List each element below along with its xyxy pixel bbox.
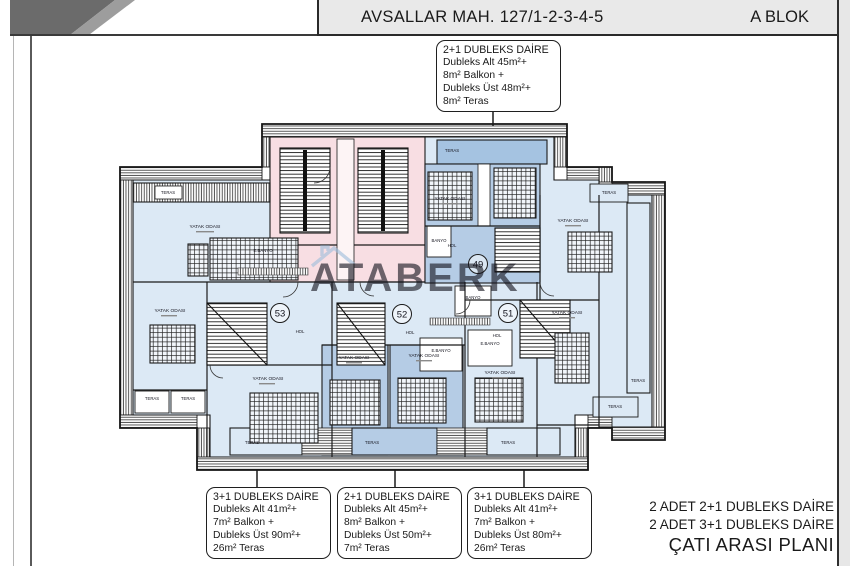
callout-bottom-3plus1-left: 3+1 DUBLEKS DAİRE Dubleks Alt 41m²+ 7m² …	[206, 487, 331, 559]
area-text-dashes	[161, 203, 581, 385]
unit-53-circle	[270, 303, 290, 323]
svg-text:TERAS: TERAS	[145, 396, 159, 401]
callout-title: 3+1 DUBLEKS DAİRE	[474, 491, 580, 503]
callout-title: 2+1 DUBLEKS DAİRE	[344, 491, 450, 503]
terrace-strip-top-right	[436, 139, 548, 165]
terrace-strip-top-left	[132, 182, 271, 203]
svg-text:TERAS: TERAS	[445, 148, 459, 153]
svg-text:TERAS: TERAS	[631, 378, 645, 383]
callout-line: 26m² Teras	[474, 542, 526, 554]
svg-text:YATAK ODASI: YATAK ODASI	[552, 310, 583, 316]
unit-51-circle	[498, 303, 518, 323]
summary-line-1: 2 ADET 2+1 DUBLEKS DAİRE	[649, 499, 834, 514]
header-divider	[10, 34, 317, 36]
callout-line: Dubleks Alt 45m²+	[344, 503, 428, 515]
watermark-text: ATABERK	[310, 256, 521, 300]
callout-line: 7m² Balkon +	[213, 516, 274, 528]
svg-text:YATAK ODASI: YATAK ODASI	[558, 218, 589, 224]
svg-text:E.BANYO: E.BANYO	[431, 348, 451, 353]
callout-line: Dubleks Üst 90m²+	[213, 529, 301, 541]
unit-numbers: 53 52 51 49	[270, 254, 518, 324]
callout-line: 8m² Balkon +	[344, 516, 405, 528]
svg-text:TERAS: TERAS	[608, 404, 622, 409]
page-right-margin	[839, 0, 850, 566]
svg-text:E.BANYO: E.BANYO	[253, 248, 273, 253]
svg-text:HOL: HOL	[448, 243, 457, 248]
svg-text:TERAS: TERAS	[501, 440, 515, 445]
page-right-border	[837, 0, 839, 566]
svg-text:TERAS: TERAS	[365, 440, 379, 445]
svg-text:51: 51	[503, 309, 514, 320]
callout-line: Dubleks Üst 80m²+	[474, 529, 562, 541]
page-left-border-inner	[30, 36, 32, 566]
svg-text:YATAK ODASI: YATAK ODASI	[253, 376, 284, 382]
svg-text:BANYO: BANYO	[431, 238, 447, 243]
company-logo	[10, 0, 135, 36]
svg-text:49: 49	[473, 260, 484, 271]
svg-text:HOL: HOL	[406, 330, 415, 335]
unit-49-stair	[494, 227, 541, 273]
terrace-strip-right	[626, 202, 651, 394]
svg-text:YATAK ODASI: YATAK ODASI	[339, 355, 370, 361]
plan-outer-outline	[119, 123, 666, 471]
callout-line: Dubleks Alt 41m²+	[213, 503, 297, 515]
unit-51-bath2	[454, 285, 492, 317]
svg-text:TERAS: TERAS	[161, 190, 175, 195]
callout-bottom-2plus1-center: 2+1 DUBLEKS DAİRE Dubleks Alt 45m²+ 8m² …	[337, 487, 462, 559]
summary-line-2: 2 ADET 3+1 DUBLEKS DAİRE	[649, 517, 834, 532]
door-arcs	[209, 166, 555, 379]
callout-line: 8m² Teras	[443, 95, 489, 107]
dimension-ticks	[237, 267, 491, 326]
callout-top-2plus1: 2+1 DUBLEKS DAİRE Dubleks Alt 45m²+ 8m² …	[436, 40, 561, 112]
plan-title: ÇATI ARASI PLANI	[668, 534, 834, 555]
plan-inner-outline	[132, 136, 653, 458]
callout-line: Dubleks Üst 50m²+	[344, 529, 432, 541]
callout-title: 2+1 DUBLEKS DAİRE	[443, 44, 549, 56]
svg-text:52: 52	[397, 310, 408, 321]
svg-text:TERAS: TERAS	[181, 396, 195, 401]
svg-text:HOL: HOL	[493, 333, 502, 338]
unit-52-circle	[392, 304, 412, 324]
unit-49-circle	[468, 254, 488, 274]
callout-line: 8m² Balkon +	[443, 69, 504, 81]
svg-text:TERAS: TERAS	[602, 190, 616, 195]
unit-51-bath	[467, 329, 513, 367]
watermark: ATABERK	[310, 245, 521, 300]
callout-line: 26m² Teras	[213, 542, 265, 554]
callout-bottom-3plus1-right: 3+1 DUBLEKS DAİRE Dubleks Alt 41m²+ 7m² …	[467, 487, 592, 559]
svg-text:TERAS: TERAS	[245, 440, 259, 445]
svg-text:BANYO: BANYO	[465, 295, 481, 300]
plan-summary: 2 ADET 2+1 DUBLEKS DAİRE 2 ADET 3+1 DUBL…	[649, 498, 834, 556]
svg-text:YATAK ODASI: YATAK ODASI	[190, 224, 221, 230]
terrace-bottom-right	[486, 427, 561, 456]
page-left-border-outer	[13, 36, 14, 566]
callout-line: Dubleks Alt 41m²+	[474, 503, 558, 515]
title-bar: AVSALLAR MAH. 127/1-2-3-4-5 A BLOK	[317, 0, 839, 36]
callout-line: 7m² Balkon +	[474, 516, 535, 528]
svg-text:YATAK ODASI: YATAK ODASI	[155, 308, 186, 314]
unit-52-bath	[419, 337, 463, 372]
svg-text:YATAK ODASI: YATAK ODASI	[409, 353, 440, 359]
watermark-house-icon	[310, 245, 358, 268]
callout-title: 3+1 DUBLEKS DAİRE	[213, 491, 319, 503]
callout-line: Dubleks Alt 45m²+	[443, 56, 527, 68]
callout-line: Dubleks Üst 48m²+	[443, 82, 531, 94]
svg-text:53: 53	[275, 309, 286, 320]
svg-text:E.BANYO: E.BANYO	[480, 341, 500, 346]
callout-line: 7m² Teras	[344, 542, 390, 554]
svg-text:HOL: HOL	[296, 329, 305, 334]
svg-text:YATAK ODASI: YATAK ODASI	[435, 196, 466, 202]
sheet-title: AVSALLAR MAH. 127/1-2-3-4-5	[361, 7, 604, 26]
room-labels: YATAK ODASI YATAK ODASI YATAK ODASI YATA…	[145, 148, 645, 445]
block-label: A BLOK	[750, 7, 809, 26]
staircases	[206, 147, 571, 366]
svg-text:YATAK ODASI: YATAK ODASI	[485, 370, 516, 376]
terrace-bottom-center	[351, 427, 438, 456]
